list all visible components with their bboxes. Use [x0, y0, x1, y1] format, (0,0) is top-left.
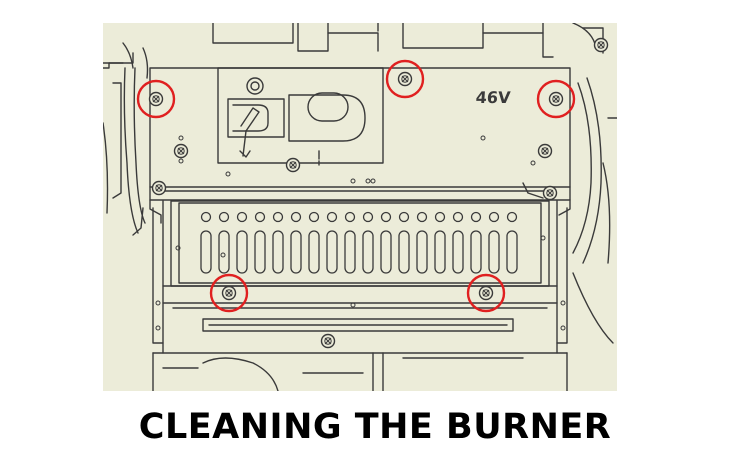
screw-icon [148, 91, 164, 107]
burner-slots [200, 230, 518, 274]
burner-ports-top [200, 211, 518, 223]
fastener-dots [155, 135, 566, 331]
screw-icon [221, 285, 237, 301]
burner-diagram: 46V [103, 23, 617, 391]
highlight-circles [136, 59, 576, 313]
caption-title: CLEANING THE BURNER [138, 407, 612, 447]
screw-icon [397, 71, 413, 87]
screw-icon [151, 37, 609, 349]
voltage-label: 46V [475, 88, 512, 107]
burner-line-drawing: 46V [103, 23, 617, 391]
screw-icon [478, 285, 494, 301]
screw-icon [548, 91, 564, 107]
highlighted-screws [136, 59, 576, 313]
